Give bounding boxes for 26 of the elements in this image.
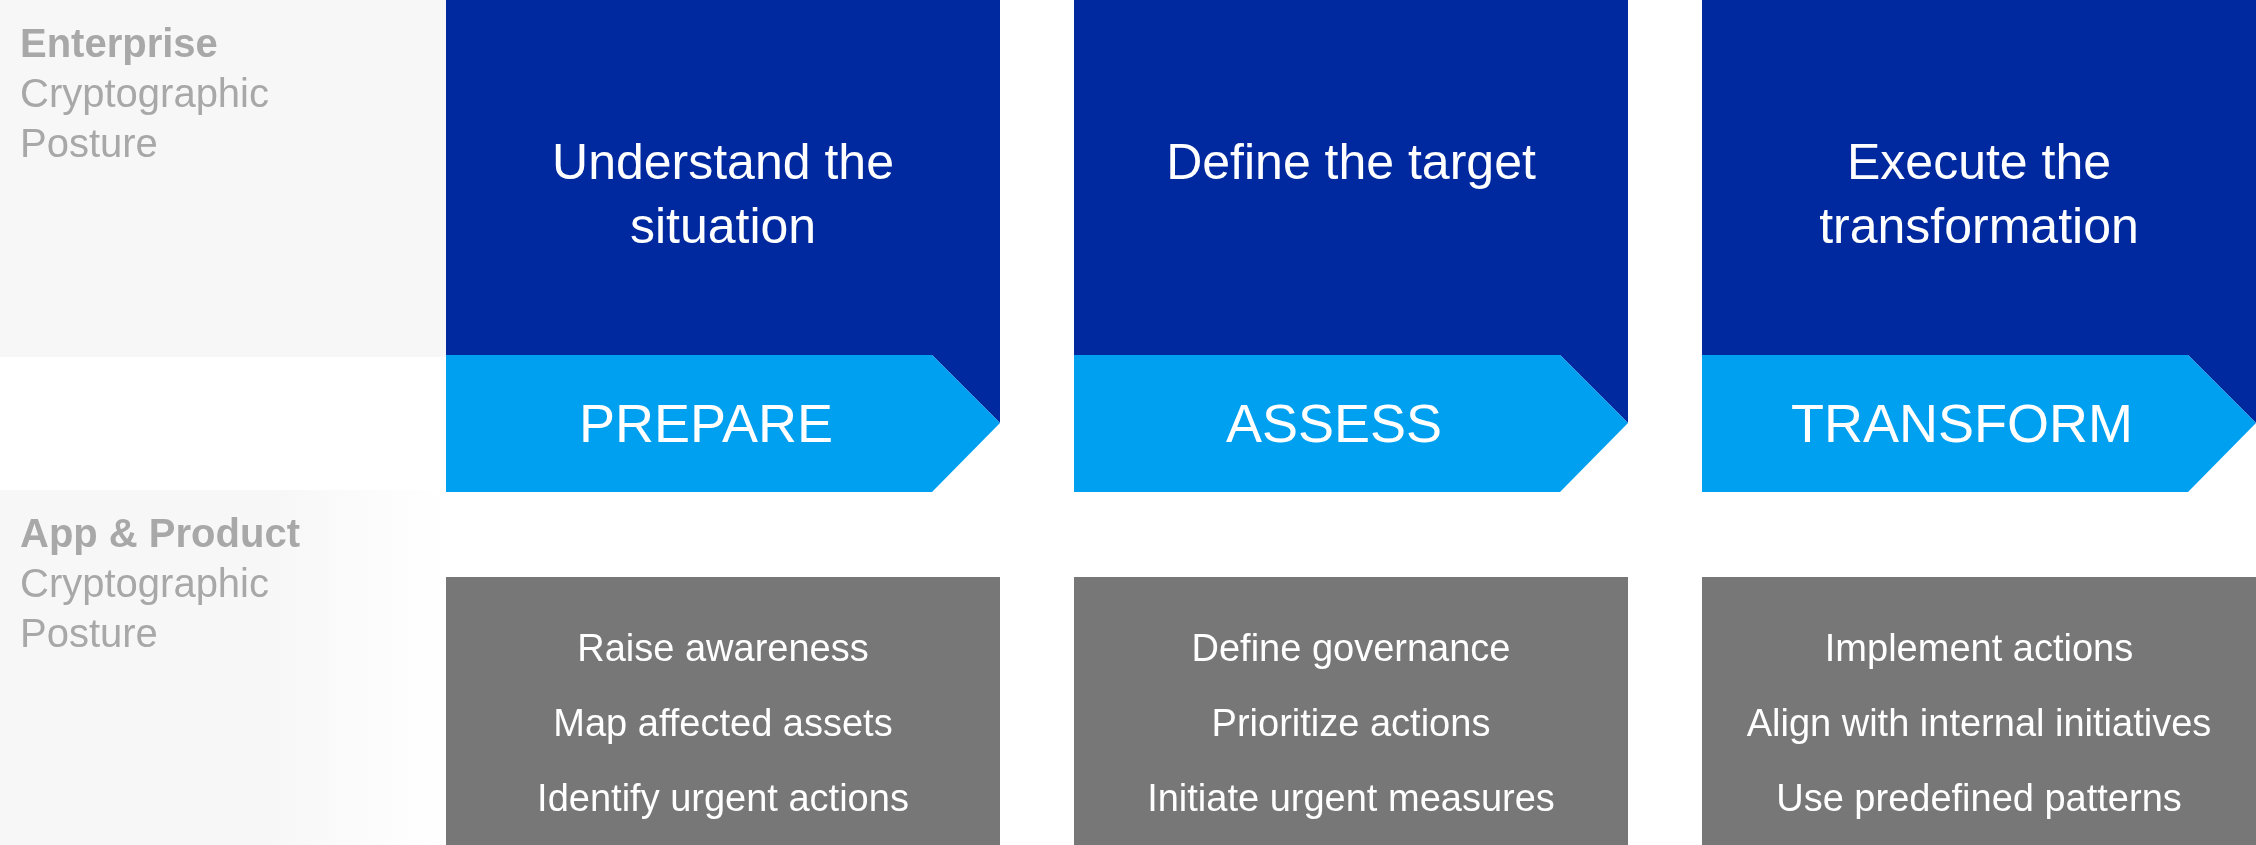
row-subtitle: Cryptographic Posture (20, 70, 270, 167)
row-heading: App & Product (20, 510, 301, 557)
activity-panel (446, 577, 1000, 845)
activity-panel (1702, 577, 2256, 845)
panel-heading: Define the target (1165, 133, 1537, 192)
phase-label: ASSESS (1224, 392, 1444, 455)
row-subtitle: Cryptographic Posture (20, 560, 270, 657)
row-band (0, 0, 446, 357)
activity-panel (1074, 577, 1628, 845)
activity-text: Align with internal initiatives (1745, 701, 2213, 746)
activity-text: Identify urgent actions (536, 776, 910, 821)
activity-text: Define governance (1190, 626, 1512, 671)
activity-text: Use predefined patterns (1775, 776, 2183, 821)
phase-banner (1702, 355, 2256, 492)
activity-text: Map affected assets (552, 701, 894, 746)
activity-text: Initiate urgent measures (1146, 776, 1556, 821)
activity-text: Prioritize actions (1210, 701, 1492, 746)
activity-text: Raise awareness (576, 626, 870, 671)
phase-label: TRANSFORM (1790, 392, 2134, 455)
phase-banner (446, 355, 1000, 492)
activity-text: Implement actions (1823, 626, 2135, 671)
panel-heading: Execute the transformation (1818, 133, 2140, 256)
row-heading: Enterprise (20, 20, 219, 67)
panel-heading: Understand the situation (551, 133, 895, 256)
phase-banner (1074, 355, 1628, 492)
phase-label: PREPARE (577, 392, 835, 455)
